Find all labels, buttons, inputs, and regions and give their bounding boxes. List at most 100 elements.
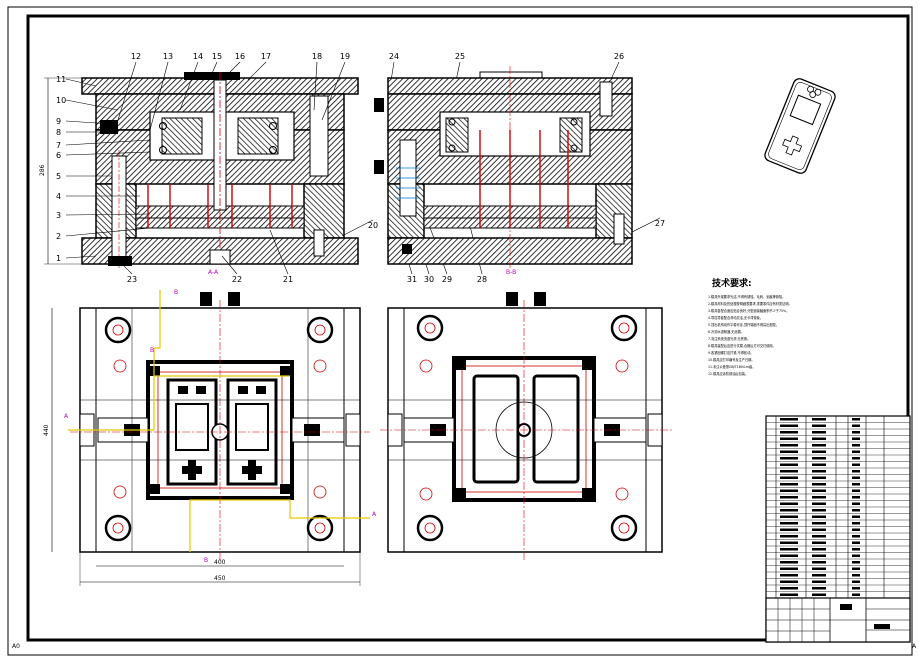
section-b-view [374,66,633,268]
tech-requirement-line: 11.未注公差按GB/T1804-m级。 [708,364,755,369]
technical-requirements: 技术要求: 1.模具外观要求光洁,不得有锈蚀、毛刺、划痕等缺陷。2.模具材料及热… [708,277,792,376]
leader-line [65,78,97,87]
tech-requirement-line: 3.模具各配合面应贴合良好,分型面接触面积不少于75%。 [708,308,789,313]
part-number-label: 14 [193,52,203,61]
tech-requirement-line: 2.模具材料及热处理按明细表要求,重要零件应有材质证明。 [708,301,792,306]
part-number-label: 28 [477,275,487,284]
parts-list-cell-text [812,418,826,421]
parts-list-cell-text [780,548,798,551]
part-number-label: 22 [232,275,242,284]
parts-list-cell-text [812,437,826,440]
plan-view-fixed-half [380,292,672,560]
parts-list-cell-text [812,554,826,557]
part-number-label: 24 [389,52,399,61]
parts-list-cell-text [852,437,860,440]
parts-list-cell-text [812,528,826,531]
parts-list-cell-text [852,476,860,479]
parts-list-cell-text [852,463,860,466]
parts-list-cell-text [780,502,798,505]
leader-line [209,61,218,79]
parts-list-cell-text [812,424,826,427]
parts-list-cell-text [852,450,860,453]
part-number-label: 1 [56,254,61,263]
parts-list-cell-text [780,418,798,421]
parts-list-cell-text [812,457,826,460]
part-number-label: 11 [56,75,66,84]
parts-list-cell-text [780,567,798,570]
leader-line [65,213,151,216]
part-number-label: 12 [131,52,141,61]
parts-list-cell-text [812,522,826,525]
parts-list-cell-text [812,476,826,479]
parts-list-cell-text [780,437,798,440]
flow-marker-2: B [150,347,154,354]
parts-list-cell-text [780,470,798,473]
parts-list-cell-text [812,580,826,583]
part-number-label: 4 [56,192,61,201]
parts-list-cell-text [780,463,798,466]
parts-list-cell-text [852,548,860,551]
parts-list-cell-text [812,470,826,473]
part-number-label: 2 [56,232,61,241]
parts-list-cell-text [812,593,826,596]
part-number-label: 20 [368,221,378,230]
part-number-label: 17 [261,52,271,61]
parts-list-cell-text [780,541,798,544]
tech-requirement-line: 12.模具应涂防锈油后包装。 [708,371,748,376]
parts-list-cell-text [780,528,798,531]
parts-list-cell-text [780,450,798,453]
parts-list-cell-text [812,535,826,538]
parts-list-cell-text [852,509,860,512]
parts-list-cell-text [852,580,860,583]
leader-line [247,61,267,81]
parts-list-cell-text [812,587,826,590]
parts-list-cell-text [780,535,798,538]
tech-requirement-line: 5.顶出机构动作平稳可靠,顶杆端面不得高出型腔。 [708,322,779,327]
part-number-label: 18 [312,52,322,61]
flow-marker-3: A [64,413,69,420]
parts-list-cell-text [780,431,798,434]
title-block [765,597,911,643]
part-number-label: 5 [56,172,61,181]
leader-line [341,219,374,237]
side-width-value: 440 [43,424,50,436]
parts-list-cell-text [852,502,860,505]
parts-list-cell-text [852,554,860,557]
part-number-label: 21 [283,275,293,284]
leader-line [223,61,241,79]
corner-mark-left: A0 [12,643,20,650]
leader-line [269,229,289,275]
parts-list-cell-text [852,535,860,538]
parts-list-cell-text [812,561,826,564]
parts-list-cell-text [780,593,798,596]
parts-list-cell-text [852,444,860,447]
leader-line [221,255,238,275]
parts-list-cell-text [780,587,798,590]
part-number-label: 19 [340,52,350,61]
parts-list-cell-text [812,450,826,453]
leader-line [65,139,151,146]
leader-line [179,61,199,111]
parts-list-cell-text [852,457,860,460]
parts-list-cell-text [852,593,860,596]
parts-list-cell-text [812,502,826,505]
tech-requirement-line: 1.模具外观要求光洁,不得有锈蚀、毛刺、划痕等缺陷。 [708,294,785,299]
part-number-label: 25 [455,52,465,61]
parts-list-cell-text [852,424,860,427]
parts-list-cell-text [852,515,860,518]
tech-requirement-line: 10.模具应打印编号及生产日期。 [708,357,755,362]
parts-list-cell-text [780,444,798,447]
parts-list-cell-text [780,580,798,583]
leader-line [119,261,133,275]
parts-list-cell-text [852,567,860,570]
leader-line [65,227,151,237]
flow-marker-5: B [204,557,208,564]
parts-list-cell-text [812,489,826,492]
parts-list-cell-text [812,496,826,499]
tech-requirement-line: 4.导柱导套配合滑动灵活,无卡滞现象。 [708,315,763,320]
inner-frame [26,14,910,642]
plan-view-moving-half [68,290,370,560]
parts-list-cell-text [852,522,860,525]
